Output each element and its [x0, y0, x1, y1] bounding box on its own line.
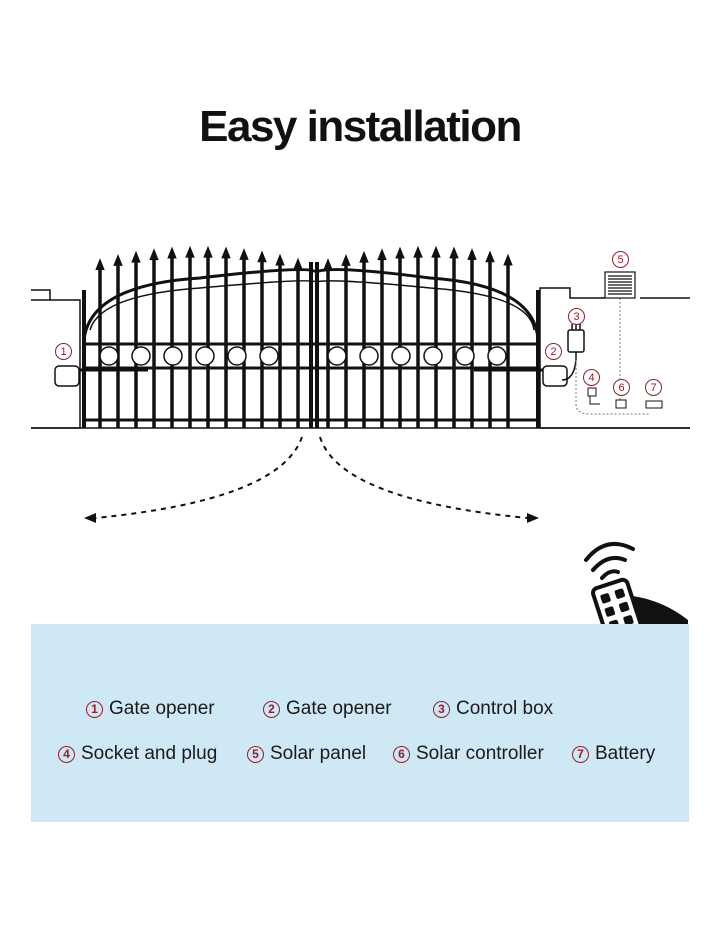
- gate-ring: [455, 346, 475, 366]
- gate-spear-tip: [503, 253, 513, 266]
- legend-item: 3 Control box: [433, 698, 553, 720]
- page-title: Easy installation: [199, 102, 522, 151]
- gate-spear-tip: [275, 253, 285, 266]
- gate-ring: [359, 346, 379, 366]
- gate-spear-tip: [203, 245, 213, 258]
- legend-label: Solar controller: [416, 743, 544, 764]
- gate-ring: [131, 346, 151, 366]
- legend-number: 5: [247, 745, 264, 763]
- callout-5: 5: [612, 251, 629, 268]
- callout-3: 3: [568, 308, 585, 325]
- arrow-left: [84, 513, 96, 523]
- legend-label: Gate opener: [286, 698, 392, 719]
- solar-panel-icon: [604, 271, 636, 299]
- gate-spear-tip: [395, 246, 405, 259]
- legend-item: 7 Battery: [572, 743, 655, 765]
- gate-ring: [195, 346, 215, 366]
- legend-label: Control box: [456, 698, 554, 719]
- gate-spear-tip: [341, 254, 351, 266]
- gate-ring: [259, 346, 279, 366]
- gate-spear-tip: [413, 245, 423, 258]
- gate-spear-tip: [485, 250, 495, 263]
- gate-ring: [487, 346, 507, 366]
- callout-1: 1: [55, 343, 72, 360]
- gate-ring: [391, 346, 411, 366]
- right-wall: [539, 287, 690, 429]
- gate-spear-tip: [167, 246, 177, 259]
- gate-spear-tip: [293, 257, 303, 270]
- callout-4: 4: [583, 369, 600, 386]
- legend-number: 7: [572, 745, 589, 763]
- legend-item: 1 Gate opener: [86, 698, 215, 720]
- legend-item: 2 Gate opener: [263, 698, 392, 720]
- legend-number: 2: [263, 700, 280, 718]
- gate-spear-tip: [323, 258, 333, 270]
- legend-item: 5 Solar panel: [247, 743, 366, 765]
- gate-ring: [423, 346, 443, 366]
- gate-spear-tip: [359, 250, 369, 263]
- gate-spear-tip: [221, 246, 231, 259]
- gate-spear-tip: [377, 248, 387, 261]
- gate-icon: [82, 245, 540, 428]
- legend-panel: 1 Gate opener 2 Gate opener 3 Control bo…: [31, 624, 689, 822]
- legend-number: 4: [58, 745, 75, 763]
- socket-and-plug: [587, 387, 597, 397]
- legend-number: 3: [433, 700, 450, 718]
- legend-number: 6: [393, 745, 410, 763]
- gate-spear-tip: [113, 254, 123, 266]
- legend-item: 6 Solar controller: [393, 743, 544, 765]
- legend-item: 4 Socket and plug: [58, 743, 217, 765]
- gate-opener-left: [54, 365, 148, 387]
- control-box: [561, 324, 585, 381]
- legend-label: Battery: [595, 743, 656, 764]
- legend-label: Gate opener: [109, 698, 215, 719]
- gate-ring: [227, 346, 247, 366]
- gate-ring: [327, 346, 347, 366]
- gate-spear-tip: [149, 248, 159, 261]
- legend-number: 1: [86, 700, 103, 718]
- gate-spear-tip: [131, 250, 141, 263]
- wireless-signal-icon: [584, 541, 635, 580]
- gate-spear-tip: [185, 245, 195, 258]
- gate-spear-tip: [431, 245, 441, 258]
- arrow-right: [527, 513, 539, 523]
- gate-spear-tip: [239, 248, 249, 260]
- gate-spear-tip: [449, 246, 459, 259]
- swing-arc-right: [319, 436, 529, 519]
- gate-spear-tip: [467, 248, 477, 260]
- legend-label: Solar panel: [270, 743, 367, 764]
- gate-ring: [99, 346, 119, 366]
- left-wall: [31, 289, 81, 429]
- battery: [645, 400, 663, 409]
- gate-ring: [163, 346, 183, 366]
- gate-spear-tip: [257, 250, 267, 263]
- swing-arc-left: [94, 436, 303, 519]
- callout-2: 2: [545, 343, 562, 360]
- callout-7: 7: [645, 379, 662, 396]
- legend-label: Socket and plug: [81, 743, 218, 764]
- gate-opener-right: [474, 365, 568, 387]
- solar-controller: [615, 399, 627, 409]
- callout-6: 6: [613, 379, 630, 396]
- gate-spear-tip: [95, 258, 105, 270]
